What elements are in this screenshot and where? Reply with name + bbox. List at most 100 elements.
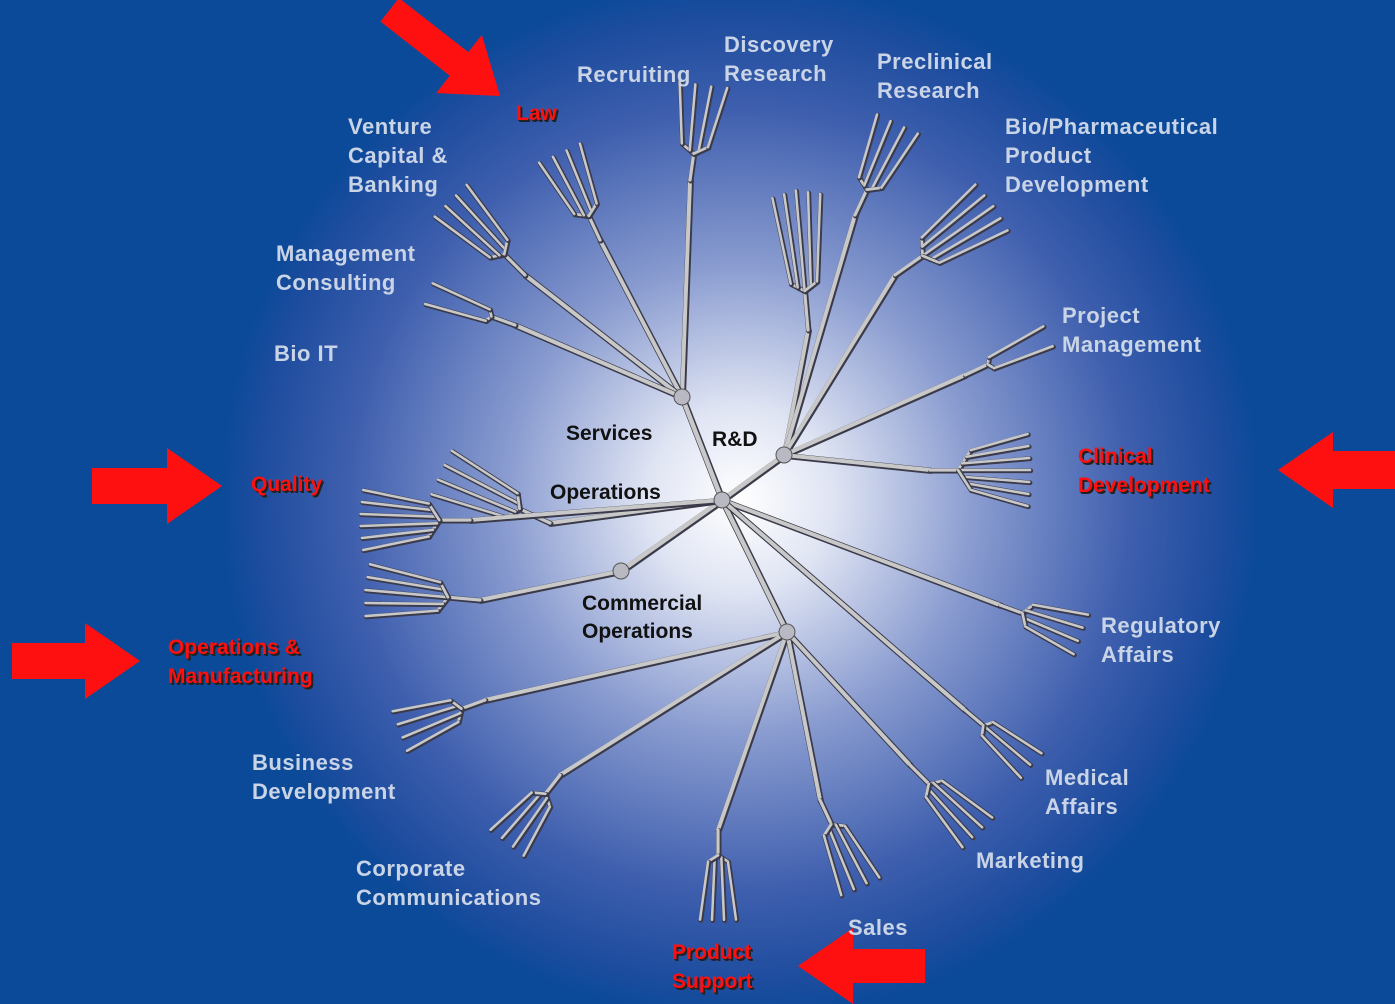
branch-line: [688, 83, 697, 152]
branch-line: [870, 126, 906, 191]
label-management-consulting: Management Consulting: [276, 241, 416, 295]
branch-line: [782, 273, 897, 457]
branch-line: [980, 723, 985, 737]
branch-line: [827, 826, 856, 891]
branch-line: [1024, 625, 1075, 656]
branch-line: [511, 796, 549, 848]
branch-line: [794, 189, 806, 293]
branch-line: [391, 698, 452, 713]
hub-label-services: Services: [566, 422, 653, 445]
branch-line: [929, 216, 1002, 261]
branch-line: [680, 178, 692, 399]
branch-line: [433, 215, 492, 259]
branch-line: [478, 569, 623, 602]
branch-line: [782, 453, 932, 472]
branch-line: [987, 325, 1045, 359]
branch-line: [431, 282, 492, 311]
branch-line: [436, 478, 517, 513]
branch-line: [465, 183, 509, 242]
arrow-to-law: [380, 0, 500, 96]
branch-line: [522, 805, 552, 857]
branch-line: [815, 192, 822, 283]
branch-line: [450, 449, 519, 495]
label-medical-affairs: Medical Affairs: [1045, 765, 1130, 819]
branch-line: [443, 463, 521, 505]
label-biopharmaceutical-product-development: Bio/Pharmaceutical Product Development: [1005, 114, 1219, 197]
label-recruiting: Recruiting: [577, 62, 691, 87]
label-discovery-research: Discovery Research: [724, 32, 834, 86]
hub-label-rd: R&D: [712, 428, 758, 451]
label-bio-it: Bio IT: [274, 341, 339, 366]
branch-line: [360, 500, 435, 512]
branch-line: [822, 822, 833, 838]
branches: [359, 79, 1092, 924]
hub-node: [612, 562, 630, 580]
branch-line: [578, 142, 598, 205]
branch-line: [543, 773, 562, 796]
arrow-to-product-support: [798, 928, 925, 1004]
branch-line: [366, 575, 446, 591]
branch-line: [618, 497, 725, 574]
branch-line: [598, 238, 684, 399]
label-law: Law: [516, 102, 557, 125]
branch-line: [697, 85, 713, 153]
branch-line: [938, 229, 1009, 265]
branch-line: [865, 186, 883, 191]
branch-line: [969, 488, 1029, 508]
branch-line: [430, 493, 508, 519]
branch-line: [965, 444, 1030, 459]
branch-line: [483, 630, 789, 702]
label-venture-capital-banking: Venture Capital & Banking: [348, 114, 448, 197]
branch-line: [502, 252, 527, 277]
branch-line: [423, 302, 487, 323]
branch-line: [706, 86, 729, 149]
branch-line: [361, 535, 430, 552]
branch-line: [921, 204, 995, 258]
branch-line: [991, 720, 1043, 755]
hub-node: [775, 446, 793, 464]
label-regulatory-affairs: Regulatory Affairs: [1101, 613, 1221, 667]
branch-line: [500, 792, 543, 840]
branch-line: [679, 394, 725, 503]
branch-line: [454, 194, 507, 251]
branch-line: [360, 528, 435, 540]
hub-label-operations: Operations: [550, 481, 661, 504]
branch-line: [405, 720, 460, 753]
label-product-support: Product Support: [672, 941, 753, 993]
hub-nodes: [612, 388, 796, 641]
branch-line: [489, 314, 517, 327]
branch-line: [1022, 616, 1080, 643]
branch-line: [359, 522, 439, 528]
branch-line: [963, 362, 990, 377]
branch-line: [368, 563, 442, 584]
branch-line: [678, 80, 684, 145]
branch-line: [710, 856, 716, 922]
label-business-development: Business Development: [252, 750, 396, 804]
hub-node: [673, 388, 691, 406]
branch-line: [587, 214, 602, 242]
label-clinical-development: Clinical Development: [1078, 445, 1210, 497]
branch-line: [920, 194, 986, 248]
branch-line: [862, 119, 892, 187]
branch-line: [720, 856, 726, 922]
branch-line: [782, 373, 967, 457]
branch-line: [719, 497, 790, 635]
arrow-to-clinical-development: [1278, 432, 1395, 508]
branch-line: [523, 273, 684, 399]
branch-line: [782, 213, 857, 457]
arrow-to-operations-manufacturing: [12, 623, 140, 699]
branch-line: [843, 824, 881, 879]
arrows: [12, 0, 1395, 1004]
branch-line: [726, 860, 738, 921]
branch-line: [1024, 609, 1084, 629]
branch-line: [688, 152, 696, 182]
label-project-management: Project Management: [1062, 303, 1202, 357]
branch-line: [364, 609, 439, 618]
branch-line: [459, 698, 487, 711]
branch-line: [720, 498, 967, 712]
branch-line: [396, 704, 459, 726]
branch-line: [926, 786, 974, 839]
branch-line: [853, 188, 869, 217]
branch-line: [969, 432, 1029, 452]
branch-line: [998, 603, 1024, 615]
